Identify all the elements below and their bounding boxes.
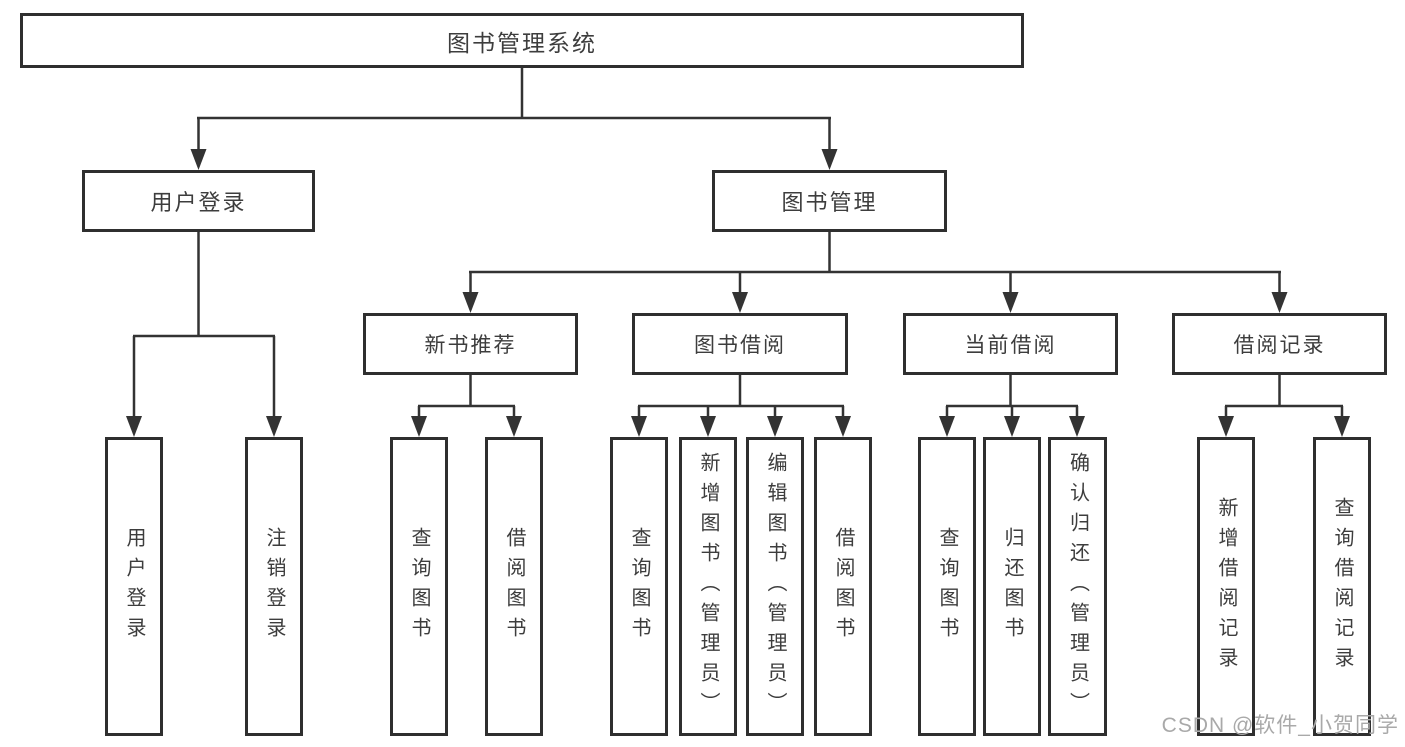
leaf-query-book-borrow: 查询图书 (610, 437, 668, 736)
leaf-edit-book-admin: 编辑图书（管理员） (746, 437, 804, 736)
node-root: 图书管理系统 (20, 13, 1024, 68)
leaf-return-book-label: 归还图书 (1001, 526, 1023, 647)
leaf-query-borrow-record: 查询借阅记录 (1313, 437, 1371, 736)
leaf-return-book: 归还图书 (983, 437, 1041, 736)
leaf-query-book-current: 查询图书 (918, 437, 976, 736)
tree-edges (132, 68, 1344, 433)
leaf-borrow-book-borrow-label: 借阅图书 (832, 526, 854, 647)
watermark: CSDN @软件_小贺同学 (1161, 714, 1399, 737)
leaf-confirm-return-admin: 确认归还（管理员） (1048, 437, 1107, 736)
leaf-borrow-book-borrow: 借阅图书 (814, 437, 872, 736)
leaf-logout-label: 注销登录 (263, 526, 285, 647)
node-user-login: 用户登录 (82, 170, 315, 232)
leaf-borrow-book-recommend-label: 借阅图书 (503, 526, 525, 647)
node-borrowing-records: 借阅记录 (1172, 313, 1387, 375)
leaf-confirm-return-admin-label: 确认归还（管理员） (1066, 451, 1089, 722)
leaf-borrow-book-recommend: 借阅图书 (485, 437, 543, 736)
leaf-query-book-current-label: 查询图书 (936, 526, 958, 647)
leaf-add-borrow-record: 新增借阅记录 (1197, 437, 1255, 736)
leaf-edit-book-admin-label: 编辑图书（管理员） (764, 451, 786, 722)
leaf-query-book-borrow-label: 查询图书 (628, 526, 650, 647)
leaf-query-book-recommend: 查询图书 (390, 437, 448, 736)
leaf-user-login: 用户登录 (105, 437, 163, 736)
leaf-user-login-label: 用户登录 (123, 526, 145, 647)
node-current-borrowing: 当前借阅 (903, 313, 1118, 375)
leaf-add-book-admin-label: 新增图书（管理员） (697, 451, 719, 722)
leaf-query-book-recommend-label: 查询图书 (408, 526, 430, 647)
leaf-add-book-admin: 新增图书（管理员） (679, 437, 737, 736)
leaf-logout: 注销登录 (245, 437, 303, 736)
leaf-query-borrow-record-label: 查询借阅记录 (1331, 496, 1353, 677)
node-book-management: 图书管理 (712, 170, 947, 232)
node-book-borrowing: 图书借阅 (632, 313, 848, 375)
node-new-book-recommendation: 新书推荐 (363, 313, 578, 375)
leaf-add-borrow-record-label: 新增借阅记录 (1215, 496, 1237, 677)
